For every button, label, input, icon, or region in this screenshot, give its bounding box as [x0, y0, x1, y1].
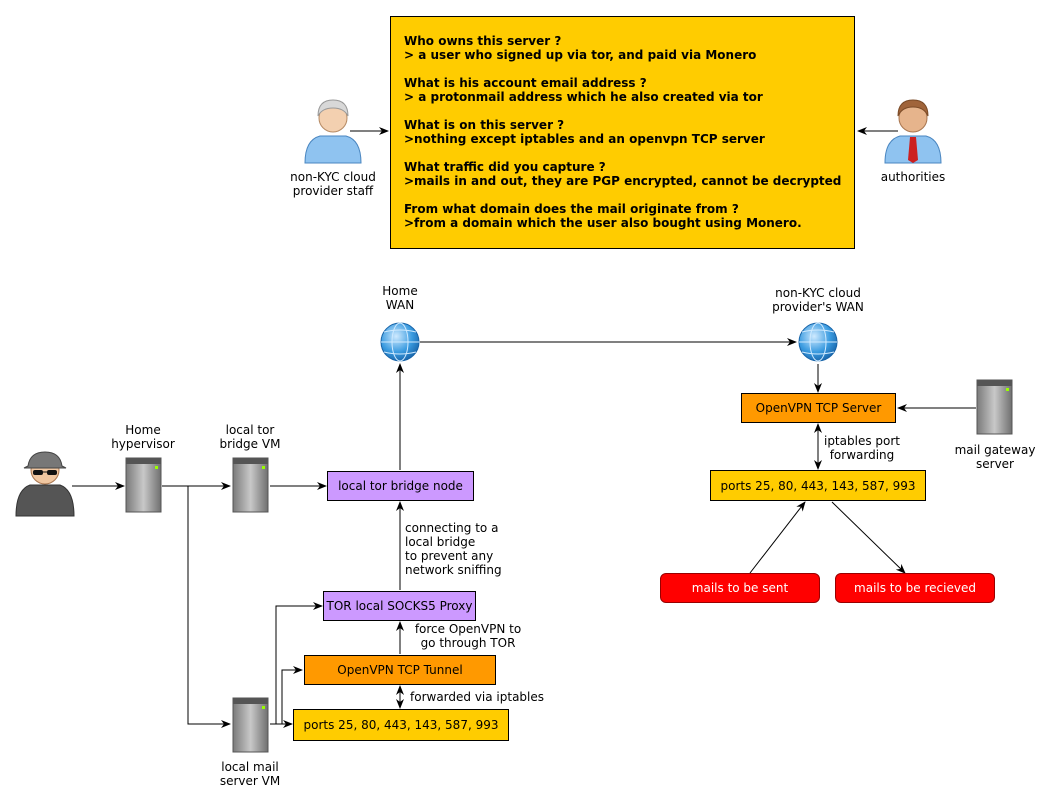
gateway-label-line2: server — [976, 457, 1014, 471]
force-note: force OpenVPN to go through TOR — [408, 622, 528, 650]
qa-answer: > a protonmail address which he also cre… — [404, 90, 763, 104]
staff-label: non-KYC cloud provider staff — [283, 170, 383, 198]
qa-answer: > a user who signed up via tor, and paid… — [404, 48, 757, 62]
qa-answer: >nothing except iptables and an openvpn … — [404, 132, 765, 146]
bridge-note-line2: local bridge — [405, 535, 476, 549]
mail-vm-label-line2: server VM — [219, 774, 281, 788]
cloud-wan-label-line2: provider's WAN — [772, 300, 864, 314]
socks-proxy-box: TOR local SOCKS5 Proxy — [323, 591, 476, 621]
bridge-vm-label-line2: bridge VM — [219, 437, 281, 451]
bridge-note: connecting to a local bridge to prevent … — [405, 521, 502, 577]
hypervisor-server-icon — [125, 457, 162, 513]
mail-vm-server-icon — [232, 697, 269, 753]
iptables-note-line2: forwarding — [829, 448, 895, 462]
qa-pair: What is on this server ?>nothing except … — [404, 118, 841, 146]
iptables-note-line1: iptables port — [823, 434, 900, 448]
mail-vm-label-line1: local mail — [221, 760, 279, 774]
qa-question: Who owns this server ? — [404, 34, 562, 48]
investigation-qa-box: Who owns this server ?> a user who signe… — [390, 16, 855, 249]
cloud-wan-label: non-KYC cloud provider's WAN — [758, 286, 878, 314]
qa-question: What is his account email address ? — [404, 76, 647, 90]
home-wan-label: Home WAN — [360, 284, 440, 312]
home-wan-globe-icon — [380, 322, 420, 362]
staff-person-icon — [304, 99, 362, 164]
gateway-server-icon — [976, 379, 1013, 435]
qa-question: What is on this server ? — [404, 118, 565, 132]
mail-vm-label: local mail server VM — [210, 760, 290, 788]
gateway-label: mail gateway server — [945, 443, 1045, 471]
connectors — [72, 127, 976, 728]
qa-pair: From what domain does the mail originate… — [404, 202, 841, 230]
authorities-label: authorities — [880, 170, 946, 184]
hacker-person-icon — [15, 451, 75, 517]
staff-label-line1: non-KYC cloud — [290, 170, 376, 184]
vpn-tunnel-box: OpenVPN TCP Tunnel — [304, 655, 496, 685]
hypervisor-label-line1: Home — [125, 423, 161, 437]
cloud-wan-globe-icon — [798, 322, 838, 362]
qa-pair: What is his account email address ?> a p… — [404, 76, 841, 104]
bridge-vm-label-line1: local tor — [225, 423, 275, 437]
qa-answer: >from a domain which the user also bough… — [404, 216, 802, 230]
mails-sent-box: mails to be sent — [660, 573, 820, 603]
bridge-note-line1: connecting to a — [405, 521, 499, 535]
force-note-line1: force OpenVPN to — [414, 622, 522, 636]
local-ports-box: ports 25, 80, 443, 143, 587, 993 — [293, 709, 509, 741]
qa-pair: Who owns this server ?> a user who signe… — [404, 34, 841, 62]
bridge-note-line4: network sniffing — [405, 563, 502, 577]
home-wan-label-line2: WAN — [385, 298, 415, 312]
bridge-note-line3: to prevent any — [405, 549, 494, 563]
authorities-person-icon — [884, 99, 942, 164]
bridge-vm-label: local tor bridge VM — [210, 423, 290, 451]
forwarded-note: forwarded via iptables — [410, 690, 545, 704]
arrow-mails-sent-to-ports — [749, 501, 806, 574]
arrow-hypervisor-to-mail-vm — [187, 486, 231, 728]
qa-answer: >mails in and out, they are PGP encrypte… — [404, 174, 842, 188]
qa-question: From what domain does the mail originate… — [404, 202, 739, 216]
remote-ports-box: ports 25, 80, 443, 143, 587, 993 — [710, 470, 926, 501]
mails-received-box: mails to be recieved — [835, 573, 995, 603]
tor-bridge-node-box: local tor bridge node — [327, 471, 474, 501]
gateway-label-line1: mail gateway — [954, 443, 1036, 457]
cloud-wan-label-line1: non-KYC cloud — [775, 286, 861, 300]
staff-label-line2: provider staff — [292, 184, 374, 198]
vpn-server-box: OpenVPN TCP Server — [741, 393, 896, 423]
iptables-note: iptables port forwarding — [802, 434, 922, 462]
force-note-line2: go through TOR — [420, 636, 516, 650]
arrow-ports-to-mails-received — [831, 501, 906, 574]
qa-pair: What traffic did you capture ?>mails in … — [404, 160, 841, 188]
hypervisor-label-line2: hypervisor — [111, 437, 175, 451]
home-wan-label-line1: Home — [382, 284, 418, 298]
qa-question: What traffic did you capture ? — [404, 160, 606, 174]
hypervisor-label: Home hypervisor — [103, 423, 183, 451]
bridge-vm-server-icon — [232, 457, 269, 513]
